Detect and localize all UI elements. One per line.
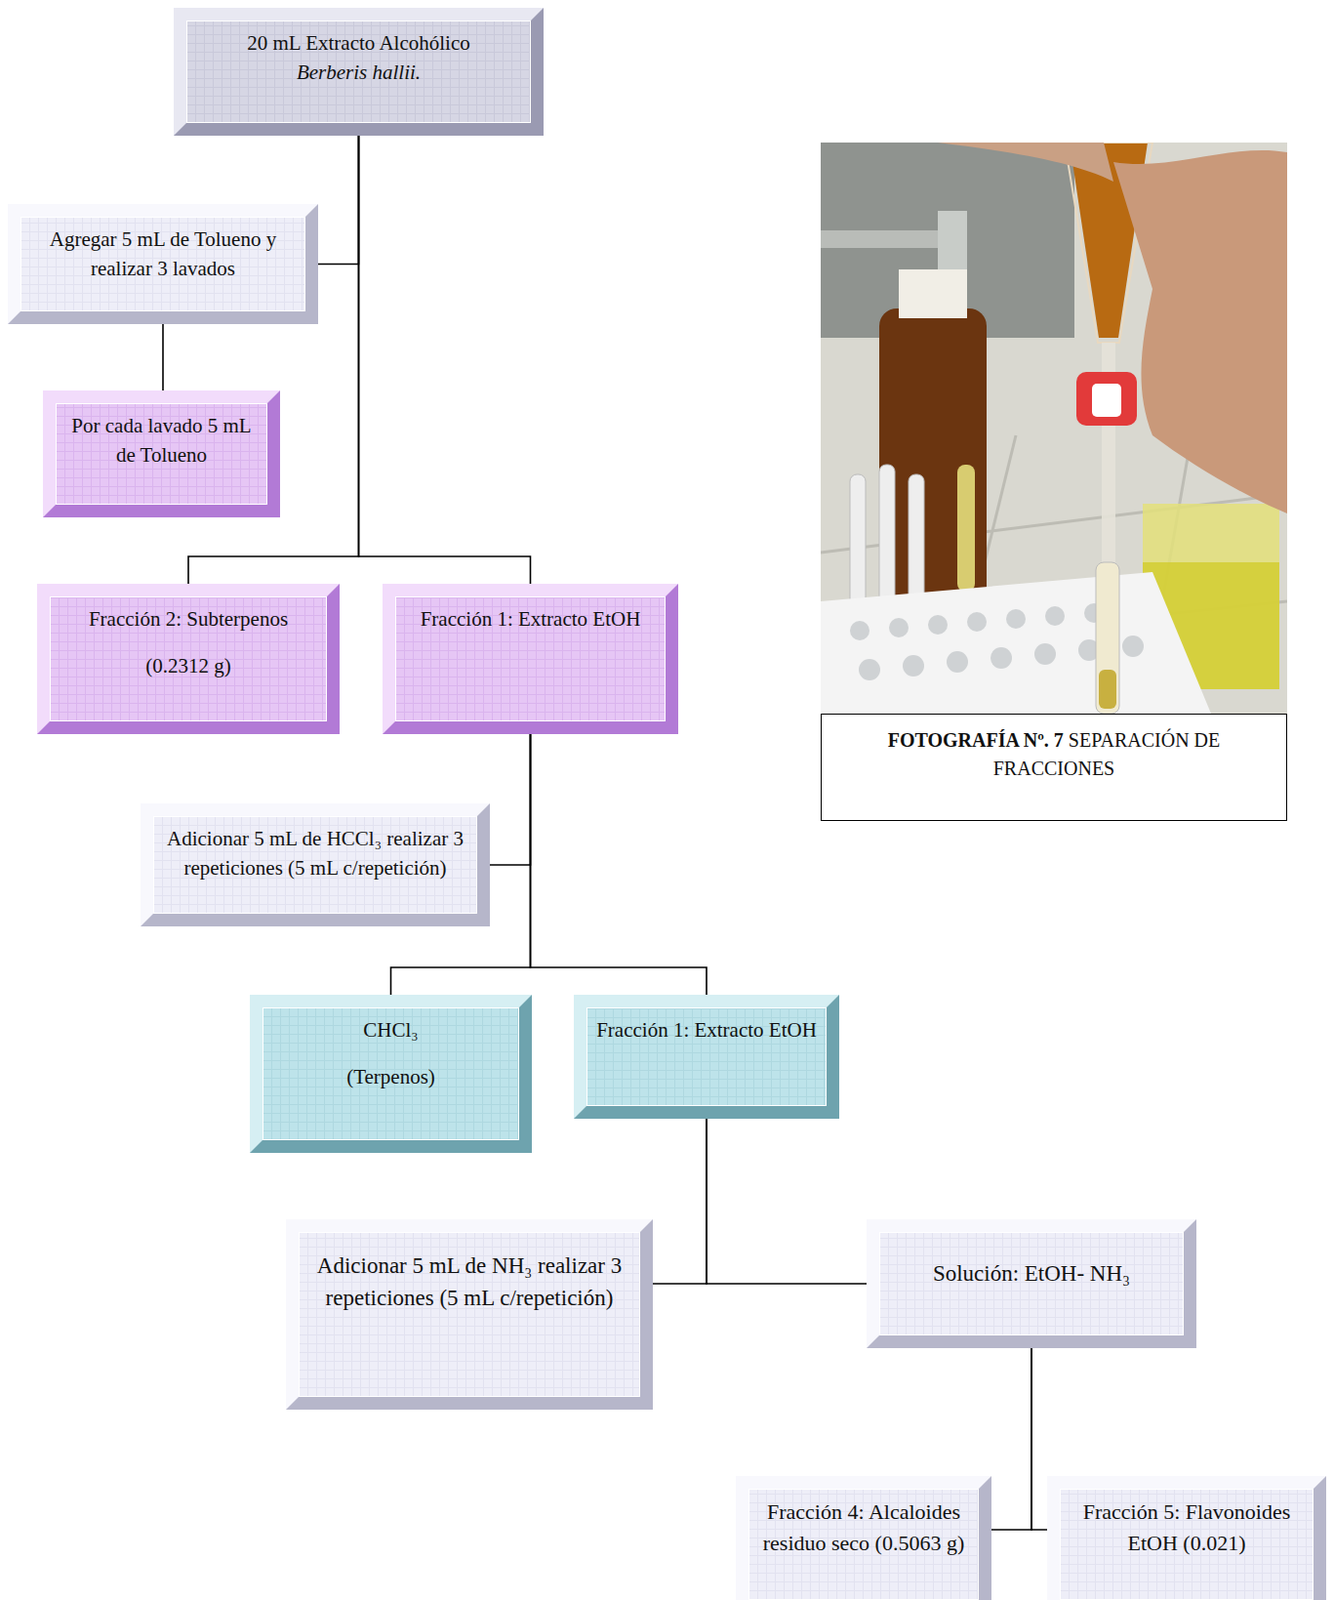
photo-wall	[820, 142, 1288, 714]
box-text: Por cada lavado 5 mL de Tolueno	[65, 410, 258, 471]
box-text: (Terpenos)	[272, 1061, 510, 1092]
text-holder: 20 mL Extracto AlcohólicoBerberis hallii…	[196, 28, 522, 88]
box-text: Fracción 5: Flavonoides EtOH (0.021)	[1069, 1495, 1304, 1559]
connector-line	[706, 1118, 867, 1284]
process-box: Adicionar 5 mL de HCCl₃ realizar 3 repet…	[140, 803, 490, 927]
box-text: Agregar 5 mL de Tolueno y realizar 3 lav…	[30, 224, 296, 284]
connector-line	[318, 135, 360, 265]
photo-collect-tube	[1095, 562, 1120, 714]
photo-pipe	[820, 230, 958, 248]
photo-hand	[1113, 150, 1288, 514]
process-box: Fracción 1: Extracto EtOH	[382, 583, 679, 734]
text-holder: Fracción 1: Extracto EtOH	[596, 1014, 817, 1045]
connector-line	[489, 733, 531, 865]
photo-test-tube	[849, 474, 866, 611]
photo-stopcock	[1076, 371, 1137, 426]
text-holder: Agregar 5 mL de Tolueno y realizar 3 lav…	[30, 224, 296, 284]
box-text: Fracción 2: Subterpenos	[59, 604, 318, 634]
photo-bottle-cap	[898, 269, 968, 319]
box-text: Solución: EtOH- NH₃	[889, 1256, 1174, 1290]
process-box: Agregar 5 mL de Tolueno y realizar 3 lav…	[7, 203, 319, 324]
box-text: Adicionar 5 mL de HCCl₃ realizar 3 repet…	[162, 823, 468, 884]
process-box: CHCl₃ (Terpenos)	[249, 994, 532, 1153]
box-text: (0.2312 g)	[59, 650, 318, 681]
photo-collect-liquid	[1098, 669, 1117, 709]
box-text: CHCl₃	[272, 1014, 510, 1045]
process-box: Adicionar 5 mL de NH₃ realizar 3 repetic…	[285, 1218, 653, 1410]
photo-background	[820, 142, 1075, 338]
photo-test-tube	[957, 464, 975, 592]
text-holder: Fracción 2: Subterpenos (0.2312 g)	[59, 604, 318, 682]
photo-stopcock-key	[1091, 383, 1122, 417]
connector-line	[359, 135, 531, 584]
process-box: Fracción 4: Alcaloides residuo seco (0.5…	[735, 1475, 992, 1600]
connector-line	[530, 733, 708, 995]
text-holder: Fracción 5: Flavonoides EtOH (0.021)	[1069, 1495, 1304, 1559]
box-text: 20 mL Extracto Alcohólico	[196, 28, 522, 58]
box-text: Fracción 4: Alcaloides residuo seco (0.5…	[758, 1495, 970, 1559]
photo-tap	[937, 210, 968, 270]
text-holder: Adicionar 5 mL de HCCl₃ realizar 3 repet…	[162, 823, 468, 884]
text-holder: Fracción 1: Extracto EtOH	[404, 604, 656, 634]
photo-test-tube	[879, 464, 895, 611]
text-holder: Solución: EtOH- NH₃	[889, 1256, 1174, 1290]
box-text: Fracción 1: Extracto EtOH	[596, 1014, 817, 1045]
text-holder: Fracción 4: Alcaloides residuo seco (0.5…	[758, 1495, 970, 1559]
connector-line	[652, 1118, 707, 1284]
connector-line	[161, 323, 164, 391]
photo-hand-top	[937, 142, 1114, 182]
process-box: 20 mL Extracto AlcohólicoBerberis hallii…	[173, 7, 544, 136]
box-text: Berberis hallii.	[196, 57, 522, 87]
photo-tube-rack	[820, 571, 1212, 714]
lab-photo	[820, 142, 1288, 714]
text-holder: Adicionar 5 mL de NH₃ realizar 3 repetic…	[308, 1249, 631, 1315]
text-holder: Por cada lavado 5 mL de Tolueno	[65, 410, 258, 471]
photo-amber-bottle	[879, 308, 987, 621]
connector-line	[991, 1347, 1032, 1530]
connector-line	[1031, 1347, 1048, 1530]
process-box: Solución: EtOH- NH₃	[866, 1218, 1197, 1348]
process-box: Fracción 5: Flavonoides EtOH (0.021)	[1047, 1475, 1327, 1600]
box-text: Fracción 1: Extracto EtOH	[404, 604, 656, 634]
text-holder: FOTOGRAFÍA Nº. 7 SEPARACIÓN DE FRACCIONE…	[835, 726, 1273, 783]
text-holder: CHCl₃ (Terpenos)	[272, 1014, 510, 1092]
process-box: Por cada lavado 5 mL de Tolueno	[42, 390, 281, 518]
process-box: Fracción 2: Subterpenos (0.2312 g)	[37, 583, 340, 734]
photo-test-tube	[908, 474, 925, 611]
box-text: Adicionar 5 mL de NH₃ realizar 3 repetic…	[308, 1249, 631, 1315]
caption-number: FOTOGRAFÍA Nº. 7	[888, 728, 1064, 751]
photo-caption-box: FOTOGRAFÍA Nº. 7 SEPARACIÓN DE FRACCIONE…	[820, 713, 1288, 821]
process-box: Fracción 1: Extracto EtOH	[573, 994, 840, 1119]
